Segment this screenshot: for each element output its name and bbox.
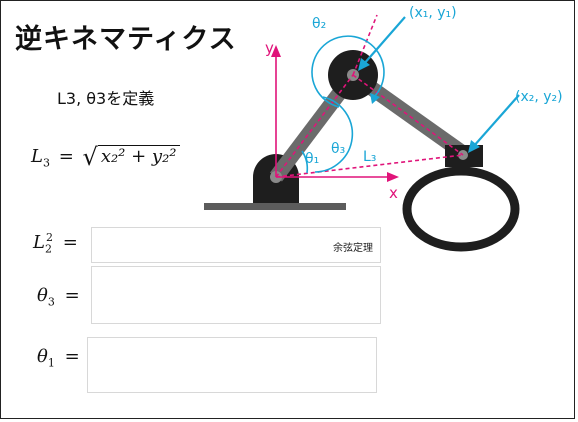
label-point2: (x₂, y₂) bbox=[515, 89, 563, 105]
ground-plate bbox=[204, 203, 346, 210]
theta3-arc bbox=[314, 96, 354, 173]
pointer-arrow-2 bbox=[472, 94, 520, 148]
pointer-arrowhead-1 bbox=[358, 58, 370, 71]
law-of-cosines-label: 余弦定理 bbox=[333, 243, 373, 254]
x-axis-label: x bbox=[389, 184, 398, 202]
equals-sign: = bbox=[58, 146, 74, 167]
label-theta3: θ₃ bbox=[331, 141, 345, 157]
formula-L3-lhs: L3 bbox=[31, 146, 50, 170]
theta2-arc bbox=[311, 35, 385, 108]
theta2-arrowhead bbox=[370, 93, 380, 104]
y-axis-label: y bbox=[265, 39, 274, 57]
gripper-ring bbox=[402, 166, 520, 252]
x-axis-arrow bbox=[387, 172, 399, 182]
theta1-arc bbox=[301, 150, 309, 174]
dashed-L3 bbox=[275, 154, 464, 178]
pointer-arrow-1 bbox=[362, 16, 406, 66]
label-L1: L₁ bbox=[289, 91, 303, 109]
answer-box-theta1[interactable] bbox=[87, 337, 377, 393]
formula-L3: L3 = √x₂² + y₂² bbox=[31, 143, 180, 171]
slide-subtitle: L3, θ3を定義 bbox=[57, 89, 155, 108]
pointer-arrowhead-2 bbox=[468, 140, 480, 153]
slide-title: 逆キネマティクス bbox=[15, 24, 237, 55]
sqrt-sign: √ bbox=[82, 143, 98, 171]
label-point1: (x₁, y₁) bbox=[409, 5, 457, 21]
dashed-L1 bbox=[275, 74, 354, 178]
label-L2: L₂ bbox=[426, 89, 440, 107]
label-theta2: θ₂ bbox=[312, 16, 326, 32]
label-theta1: θ₁ bbox=[305, 151, 319, 167]
y-axis-arrow bbox=[271, 45, 281, 57]
dashed-L2 bbox=[352, 74, 464, 156]
label-L3: L₃ bbox=[363, 149, 376, 165]
eq-L2-squared: L22 = bbox=[33, 231, 78, 256]
dashed-extension bbox=[352, 14, 378, 76]
answer-box-theta3[interactable] bbox=[91, 266, 381, 324]
eq-theta3: θ3 = bbox=[37, 285, 80, 309]
answer-box-L2[interactable] bbox=[91, 227, 381, 263]
eq-theta1: θ1 = bbox=[37, 346, 80, 370]
formula-L3-rhs: x₂² + y₂² bbox=[97, 145, 180, 167]
